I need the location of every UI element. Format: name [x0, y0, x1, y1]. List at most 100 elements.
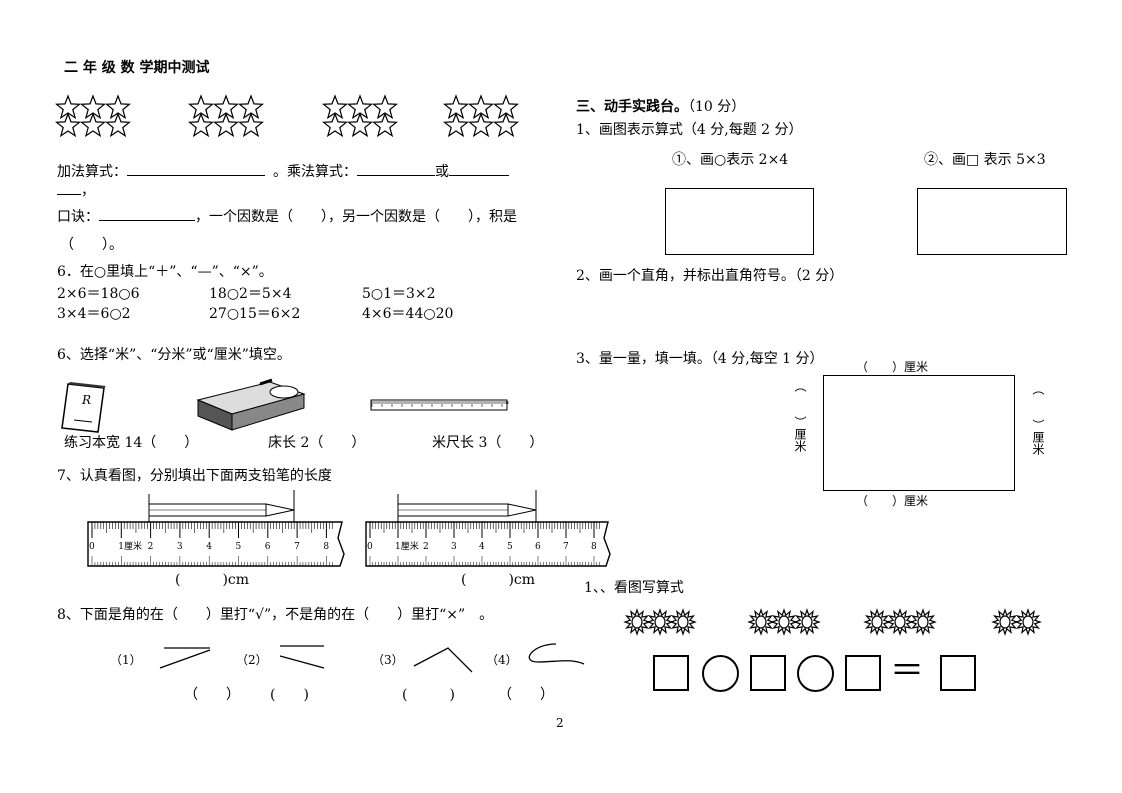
ruler-tick-label: 5: [507, 542, 513, 552]
q7-title: 7、认真看图，分别填出下面两支铅笔的长度: [57, 468, 332, 484]
equation-line: 加法算式： 。乘法算式： 或: [57, 161, 509, 181]
q8-label-3: （3）: [372, 653, 404, 667]
drawing-box-b[interactable]: [917, 188, 1067, 255]
q8-answer-4[interactable]: （ ）: [498, 687, 554, 703]
star-icon: [237, 112, 265, 138]
koujue-label: 口诀：: [57, 209, 99, 225]
ruler-tick-label: 3: [451, 542, 457, 552]
q8-label-1: （1）: [110, 653, 142, 667]
ruler-tick-label: 0: [89, 542, 95, 552]
figure-4-curve: [528, 643, 585, 665]
sun-icon: [669, 608, 697, 636]
q8-answer-1[interactable]: （ ）: [184, 687, 240, 703]
star-icon: [54, 112, 82, 138]
q3-left-blank[interactable]: （ ）厘米: [793, 380, 807, 452]
ruler-body: [87, 521, 345, 567]
q6a-title: 6．在○里填上“＋”、“—”、“×”。: [57, 264, 273, 280]
star-icon: [346, 112, 374, 138]
q6a-r2c1: 3×4＝6○2: [57, 306, 131, 322]
star-icon: [371, 112, 399, 138]
q3-title: 3、量一量，填一填。（4 分,每空 1 分）: [576, 351, 824, 367]
section-score: （10 分）: [688, 99, 746, 115]
notebook-picture: R: [61, 382, 106, 433]
equals-sign: ＝: [890, 651, 924, 691]
section-title: 三、动手实践台。: [576, 99, 688, 115]
angle-figures: [159, 643, 585, 673]
sun-groups: [623, 608, 1042, 636]
q1-part-a: ①、画○表示 2×4: [672, 152, 789, 168]
figure-2-line-b: [279, 655, 325, 669]
q3-top-blank[interactable]: （ ）厘米: [856, 360, 929, 374]
multiply-blank-3[interactable]: [57, 180, 81, 195]
q2-title: 2、画一个直角，并标出直角符号。（2 分）: [576, 268, 844, 284]
sun-icon: [863, 608, 891, 636]
comma: ，: [81, 183, 95, 199]
q8-label-4: （4）: [486, 653, 518, 667]
q3-bottom-blank[interactable]: （ ）厘米: [856, 494, 929, 508]
q8-answer-2[interactable]: ( ): [270, 687, 309, 703]
star-icon: [492, 112, 520, 138]
page-number: 2: [556, 716, 564, 730]
star-icon: [187, 112, 215, 138]
pencil: [397, 490, 537, 524]
q7-answer-2[interactable]: ( )cm: [461, 572, 536, 588]
q6a-r2c2: 27○15＝6×2: [209, 306, 301, 322]
figure-3-angle: [413, 647, 473, 673]
q6b-title: 6、选择“米”、“分米”或“厘米”填空。: [57, 347, 291, 363]
q6a-r1c3: 5○1＝3×2: [362, 286, 436, 302]
q6a-r1c2: 18○2＝5×4: [209, 286, 292, 302]
sun-icon: [909, 608, 937, 636]
answer-square-result[interactable]: [940, 655, 976, 691]
sun-icon: [747, 608, 775, 636]
answer-square-1[interactable]: [653, 655, 689, 691]
answer-square-3[interactable]: [845, 655, 881, 691]
operator-circle-1[interactable]: [702, 655, 739, 692]
q4-title: 1、、看图写算式: [584, 580, 684, 596]
q3-right-blank[interactable]: （ ）厘米: [1031, 383, 1045, 455]
koujue-line: 口诀： ，一个因数是（ ），另一个因数是（ ），积是: [57, 206, 517, 226]
or-label: 或: [435, 164, 449, 180]
ruler-tick-label: 4: [479, 542, 485, 552]
addition-label: 加法算式：: [57, 164, 127, 180]
ruler-tick-label: 2: [147, 542, 154, 552]
ruler-tick-label: 7: [294, 542, 300, 552]
q7-answer-1[interactable]: ( )cm: [175, 572, 250, 588]
figure-1-line-b: [159, 649, 211, 669]
ruler-tick-label: 8: [323, 542, 330, 552]
ruler-body: [365, 521, 611, 567]
star-icon: [79, 112, 107, 138]
multiply-blank-1[interactable]: [357, 161, 435, 176]
page-title: 二 年 级 数 学期中测试: [64, 60, 210, 76]
q8-answer-3[interactable]: ( ): [402, 687, 455, 703]
product-paren: （ ）。: [60, 237, 123, 253]
ruler-tick-label: 3: [176, 542, 183, 552]
sun-icon: [646, 608, 674, 636]
koujue-blank[interactable]: [99, 206, 195, 221]
q6b-item-3: 米尺长 3（ ）: [432, 435, 544, 451]
ruler-tick-label: 7: [563, 542, 569, 552]
bed-picture: [196, 378, 306, 431]
answer-square-2[interactable]: [750, 655, 786, 691]
star-icon: [321, 112, 349, 138]
q1-title: 1、画图表示算式（4 分,每题 2 分）: [576, 122, 803, 138]
q8-label-2: （2）: [236, 653, 268, 667]
ruler-tick-label: 5: [235, 542, 242, 552]
multiply-blank-2[interactable]: [449, 161, 509, 176]
operator-circle-2[interactable]: [797, 655, 834, 692]
ruler-tick-label: 1厘米: [395, 542, 419, 552]
q6a-r2c3: 4×6＝44○20: [362, 306, 454, 322]
ruler-tick-label: 6: [535, 542, 541, 552]
star-icon: [467, 112, 495, 138]
meter-stick-picture: [370, 399, 509, 411]
addition-blank[interactable]: [127, 161, 265, 176]
star-groups: [54, 94, 520, 138]
drawing-box-a[interactable]: [665, 188, 814, 255]
ruler-tick-label: 8: [591, 542, 597, 552]
koujue-rest: ，一个因数是（ ），另一个因数是（ ），积是: [195, 209, 517, 225]
q1-part-b: ②、画□ 表示 5×3: [924, 152, 1046, 168]
star-icon: [104, 112, 132, 138]
q8-title: 8、下面是角的在（ ）里打“√”，不是角的在（ ）里打“×” 。: [57, 607, 494, 623]
multiply-label: 。乘法算式：: [273, 164, 357, 180]
